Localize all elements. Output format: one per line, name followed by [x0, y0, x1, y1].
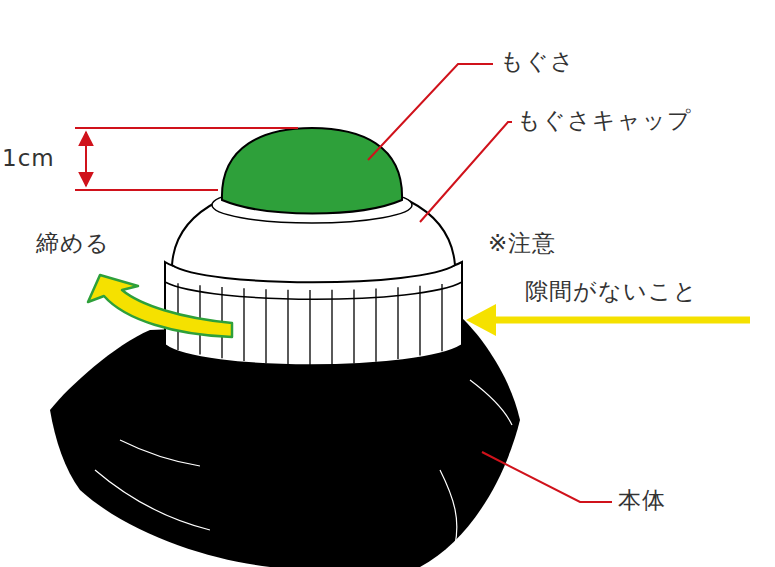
ridge	[353, 289, 354, 363]
tighten-arrow	[88, 275, 232, 337]
part-label: もぐさキャップ	[517, 107, 692, 135]
ridge	[441, 284, 442, 351]
part-label: 締める	[36, 230, 110, 258]
body-wrinkles	[95, 380, 512, 545]
part-label: もぐさ	[500, 48, 575, 76]
gap-pointer-head	[466, 304, 496, 336]
dimension-lines	[75, 128, 298, 190]
ridge	[287, 290, 288, 365]
ridge	[309, 290, 310, 365]
cap-ring-edge	[165, 282, 462, 299]
ridge	[419, 286, 420, 356]
part-label: 隙間がないこと	[525, 278, 698, 306]
part-label: 1cm	[2, 145, 55, 173]
ridge	[265, 289, 266, 363]
gap-pointer	[490, 317, 750, 324]
ridge	[331, 290, 332, 365]
ridge	[397, 287, 398, 359]
moxa	[222, 128, 402, 214]
part-label: ※注意	[488, 230, 556, 258]
part-label: 本体	[618, 487, 666, 515]
ridge	[243, 288, 244, 361]
ridge	[375, 289, 376, 362]
